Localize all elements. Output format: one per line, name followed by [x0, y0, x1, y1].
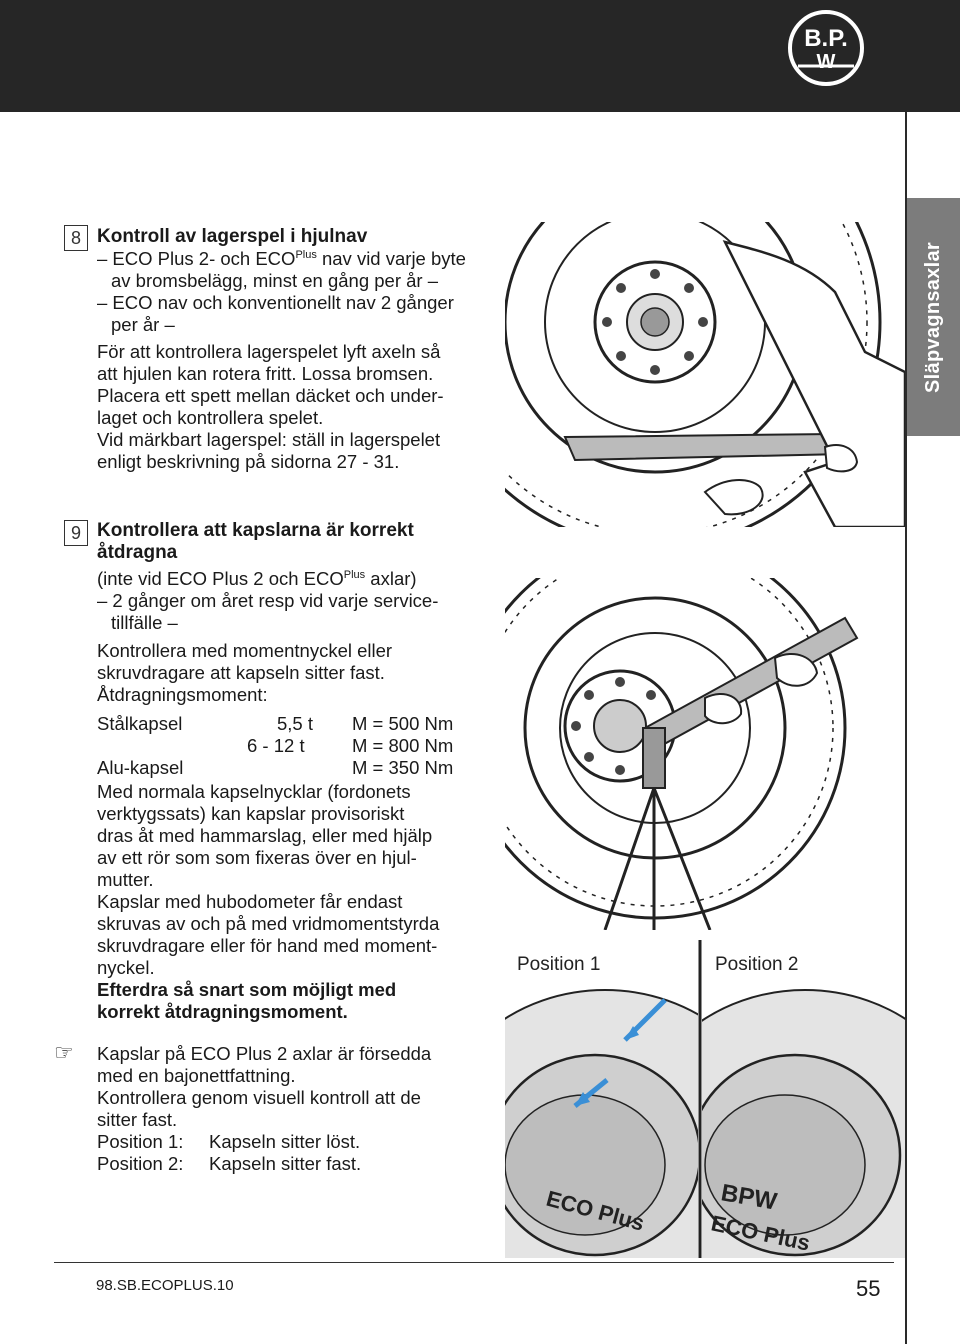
note-line: Kontrollera genom visuell kontroll att d…	[97, 1087, 421, 1108]
torque-row: Alu-kapsel M = 350 Nm	[97, 757, 454, 778]
step-9-body-line: nyckel.	[97, 957, 155, 978]
step-9-body-line: Med normala kapselnycklar (fordonets	[97, 781, 411, 802]
step-9-interval-line: tillfälle –	[111, 612, 178, 633]
wheel-bearing-check-illustration	[505, 222, 905, 527]
step-9-interval-line: – 2 gånger om året resp vid varje servic…	[97, 590, 439, 611]
step-8-body-line: enligt beskrivning på sidorna 27 - 31.	[97, 451, 400, 472]
svg-text:B.P.: B.P.	[804, 25, 848, 52]
step-9-warning: Efterdra så snart som möjligt med	[97, 979, 397, 1000]
torque-wrench-illustration	[505, 578, 905, 930]
note-line: Kapslar på ECO Plus 2 axlar är försedda	[97, 1043, 432, 1064]
torque-row: Stålkapsel 5,5 t M = 500 Nm	[97, 713, 454, 734]
position-row: Position 2: Kapseln sitter fast.	[97, 1153, 362, 1174]
step-9-notes: Med normala kapselnycklar (fordonets ver…	[97, 781, 439, 1023]
position-2-label: Position 2	[715, 954, 798, 975]
step-8-interval-line: per år –	[111, 314, 175, 335]
step-8-text: Kontroll av lagerspel i hjulnav – ECO Pl…	[97, 226, 466, 473]
page-number: 55	[856, 1276, 881, 1301]
section-tab-label: Släpvagnsaxlar	[922, 241, 945, 393]
pointing-hand-icon: ☞	[54, 1040, 74, 1065]
step-9-body-line: Kontrollera med momentnyckel eller	[97, 640, 393, 661]
step-9-warning: korrekt åtdragningsmoment.	[97, 1001, 348, 1022]
header-bar	[0, 0, 960, 112]
step-9-heading: Kontrollera att kapslarna är korrekt	[97, 520, 414, 541]
torque-row: 6 - 12 t M = 800 Nm	[247, 735, 454, 756]
step-9-body-line: skruvas av och på med vridmomentstyrda	[97, 913, 440, 934]
step-9-body-line: Åtdragningsmoment:	[97, 684, 268, 705]
step-9-heading: åtdragna	[97, 542, 178, 563]
section-tab: Släpvagnsaxlar	[907, 198, 960, 436]
step-9-body-line: dras åt med hammarslag, eller med hjälp	[97, 825, 433, 846]
step-8-body-line: Placera ett spett mellan däcket och unde…	[97, 385, 444, 406]
step-9-body-line: av ett rör som som fixeras över en hjul-	[97, 847, 417, 868]
step-9-text: Kontrollera att kapslarna är korrekt åtd…	[97, 520, 438, 706]
document-code: 98.SB.ECOPLUS.10	[96, 1277, 234, 1294]
note-text: Kapslar på ECO Plus 2 axlar är försedda …	[97, 1043, 431, 1175]
position-1-label: Position 1	[517, 954, 600, 975]
step-8-interval-line: av bromsbelägg, minst en gång per år –	[111, 270, 439, 291]
step-9-scope-line: (inte vid ECO Plus 2 och ECOPlus axlar)	[97, 568, 417, 589]
step-9-body-line: verktygssats) kan kapslar provisoriskt	[97, 803, 405, 824]
footer-rule	[54, 1262, 894, 1263]
step-8-interval-line: – ECO Plus 2- och ECOPlus nav vid varje …	[97, 248, 466, 269]
step-8-heading: Kontroll av lagerspel i hjulnav	[97, 226, 368, 247]
note-line: sitter fast.	[97, 1109, 178, 1130]
svg-text:W: W	[817, 51, 836, 73]
step-9-number: 9	[64, 520, 88, 546]
note-line: med en bajonettfattning.	[97, 1065, 296, 1086]
step-8-number: 8	[64, 225, 88, 251]
step-8-body-line: För att kontrollera lagerspelet lyft axe…	[97, 341, 441, 362]
torque-table: Stålkapsel 5,5 t M = 500 Nm 6 - 12 t M =…	[97, 713, 477, 779]
position-row: Position 1: Kapseln sitter löst.	[97, 1131, 361, 1152]
hub-cap-positions-illustration: ECO Plus BPW ECO Plus Position 1 Positio…	[505, 940, 905, 1258]
step-9-body-line: skruvdragare eller för hand med moment-	[97, 935, 438, 956]
step-9-body-line: mutter.	[97, 869, 154, 890]
step-8-body-line: Vid märkbart lagerspel: ställ in lagersp…	[97, 429, 441, 450]
step-8-body-line: att hjulen kan rotera fritt. Lossa broms…	[97, 363, 434, 384]
step-9-body-line: Kapslar med hubodometer får endast	[97, 891, 403, 912]
bpw-logo: B.P. W	[788, 10, 864, 86]
step-8-body-line: laget och kontrollera spelet.	[97, 407, 324, 428]
step-8-interval-line: – ECO nav och konventionellt nav 2 gånge…	[97, 292, 454, 313]
step-9-body-line: skruvdragare att kapseln sitter fast.	[97, 662, 385, 683]
right-margin-rule	[905, 112, 907, 1344]
